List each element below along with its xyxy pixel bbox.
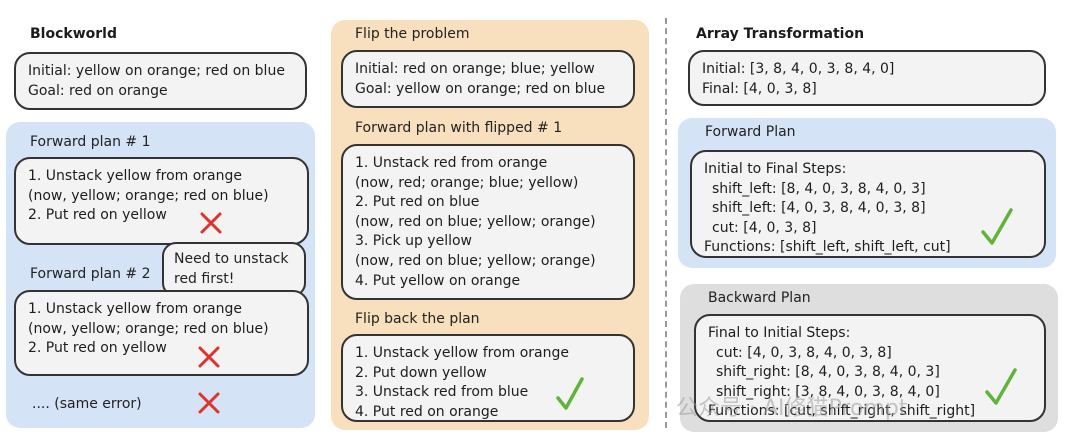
array-problem-box: Initial: [3, 8, 4, 0, 3, 8, 4, 0] Final:… [688,50,1046,106]
forward-plan-title: Forward Plan [705,124,796,140]
blockworld-initial-text: Initial: yellow on orange; red on blue [28,63,285,79]
backward-plan-check-icon [985,368,1017,405]
forward-plan-2-title: Forward plan # 2 [30,266,151,282]
flip-problem-title: Flip the problem [355,26,470,42]
flip-back-step-3: 3. Unstack red from blue [355,384,529,401]
flipped-state-1: (now, red; orange; blue; yellow) [355,174,579,191]
backward-heading-line: Final to Initial Steps: [708,325,851,341]
flipped-plan-title: Forward plan with flipped # 1 [355,120,563,136]
plan1-state-1: (now, yellow; orange; red on blue) [28,187,269,204]
forward-plan-2-box: 1. Unstack yellow from orange (now, yell… [14,290,309,376]
array-transformation-heading: Array Transformation [696,26,865,42]
forward-plan-1-box: 1. Unstack yellow from orange (now, yell… [14,157,309,245]
plan1-cross-icon [200,212,222,234]
blockworld-problem-box: Initial: yellow on orange; red on blue G… [14,52,307,110]
flipped-step-2: 2. Put red on blue [355,194,480,211]
flip-initial-text: Initial: red on orange; blue; yellow [355,61,595,77]
plan2-cross-icon [198,346,220,368]
flipped-step-4: 4. Put yellow on orange [355,272,521,289]
flip-goal-text: Goal: yellow on orange; red on blue [355,80,606,97]
forward-heading-line: Initial to Final Steps: [704,161,847,177]
plan2-step-1: 1. Unstack yellow from orange [28,301,242,317]
plan2-step-2: 2. Put red on yellow [28,340,167,357]
flip-back-step-2: 2. Put down yellow [355,364,487,381]
flipped-state-3: (now, red on blue; yellow; orange) [355,252,596,269]
backward-functions-line: Functions: [cut, shift_right, shift_righ… [708,403,976,420]
backward-step-3: shift_right: [3, 8, 4, 0, 3, 8, 4, 0] [716,383,940,400]
blockworld-heading: Blockworld [30,26,117,42]
plan1-step-2: 2. Put red on yellow [28,207,167,224]
flipped-state-2: (now, red on blue; yellow; orange) [355,213,596,230]
forward-plan-1-title: Forward plan # 1 [30,134,151,150]
flipped-step-3: 3. Pick up yellow [355,233,472,250]
forward-plan-box: Initial to Final Steps: shift_left: [8, … [690,150,1046,258]
flipped-plan-box: 1. Unstack red from orange (now, red; or… [341,144,635,300]
forward-functions-line: Functions: [shift_left, shift_left, cut] [704,239,951,256]
callout-line-2: red first! [174,270,235,287]
callout-line-1: Need to unstack [174,251,289,267]
flip-back-check-icon [556,377,584,410]
flip-back-step-4: 4. Put red on orange [355,403,499,420]
forward-step-1: shift_left: [8, 4, 0, 3, 8, 4, 0, 3] [712,180,926,197]
flip-back-box: 1. Unstack yellow from orange 2. Put dow… [341,334,635,422]
flip-back-title: Flip back the plan [355,311,480,327]
flipped-step-1: 1. Unstack red from orange [355,155,548,171]
flip-back-step-1: 1. Unstack yellow from orange [355,345,569,361]
forward-step-3: cut: [4, 0, 3, 8] [712,219,817,236]
same-error-text: .... (same error) [32,396,142,412]
backward-plan-title: Backward Plan [708,290,811,306]
forward-plan-check-icon [981,208,1013,245]
same-error-cross-icon [198,392,220,414]
plan1-step-1: 1. Unstack yellow from orange [28,168,242,184]
unstack-callout: Need to unstack red first! [162,242,306,297]
array-initial-text: Initial: [3, 8, 4, 0, 3, 8, 4, 0] [702,61,895,77]
plan2-state-1: (now, yellow; orange; red on blue) [28,320,269,337]
watermark-text: 公众号 · AI修猫Prompt [676,396,908,421]
flip-problem-box: Initial: red on orange; blue; yellow Goa… [341,50,635,108]
blockworld-goal-text: Goal: red on orange [28,82,168,99]
backward-step-2: shift_right: [8, 4, 0, 3, 8, 4, 0, 3] [716,364,940,381]
column-divider [665,18,667,428]
array-final-text: Final: [4, 0, 3, 8] [702,80,817,97]
forward-step-2: shift_left: [4, 0, 3, 8, 4, 0, 3, 8] [712,200,926,217]
backward-plan-box: Final to Initial Steps: cut: [4, 0, 3, 8… [694,314,1046,422]
backward-step-1: cut: [4, 0, 3, 8, 4, 0, 3, 8] [716,344,892,361]
